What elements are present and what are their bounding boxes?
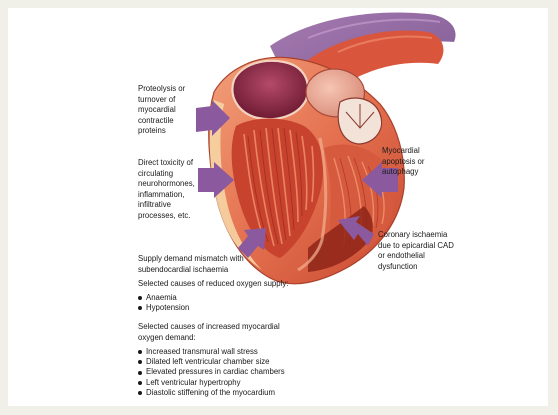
label-coronary: Coronary ischaemia due to epicardial CAD… xyxy=(378,230,454,272)
label-apoptosis: Myocardial apoptosis or autophagy xyxy=(382,146,424,178)
bullet-icon xyxy=(138,381,142,385)
list-item: Hypotension xyxy=(138,303,189,313)
bullet-icon xyxy=(138,306,142,310)
list-item-text: Increased transmural wall stress xyxy=(146,347,258,356)
list-item-text: Elevated pressures in cardiac chambers xyxy=(146,367,285,376)
bullet-icon xyxy=(138,350,142,354)
increased-demand-heading: Selected causes of increased myocardial … xyxy=(138,322,280,343)
list-item-text: Diastolic stiffening of the myocardium xyxy=(146,388,275,397)
list-item-text: Hypotension xyxy=(146,303,189,312)
bullet-icon xyxy=(138,296,142,300)
list-item: Left ventricular hypertrophy xyxy=(138,378,285,388)
list-item-text: Anaemia xyxy=(146,293,177,302)
list-item: Diastolic stiffening of the myocardium xyxy=(138,388,285,398)
list-item: Elevated pressures in cardiac chambers xyxy=(138,367,285,377)
label-supply-demand: Supply demand mismatch with subendocardi… xyxy=(138,254,244,275)
bullet-icon xyxy=(138,360,142,364)
list-item: Increased transmural wall stress xyxy=(138,347,285,357)
list-item: Dilated left ventricular chamber size xyxy=(138,357,285,367)
bullet-icon xyxy=(138,391,142,395)
left-atrium xyxy=(232,61,308,119)
bullet-icon xyxy=(138,371,142,375)
label-proteolysis: Proteolysis or turnover of myocardial co… xyxy=(138,84,185,137)
reduced-supply-heading: Selected causes of reduced oxygen supply… xyxy=(138,279,288,290)
list-item-text: Dilated left ventricular chamber size xyxy=(146,357,270,366)
figure-panel: Proteolysis or turnover of myocardial co… xyxy=(8,8,548,406)
label-direct-toxicity: Direct toxicity of circulating neurohorm… xyxy=(138,158,195,222)
list-item: Anaemia xyxy=(138,293,189,303)
list-item-text: Left ventricular hypertrophy xyxy=(146,378,240,387)
